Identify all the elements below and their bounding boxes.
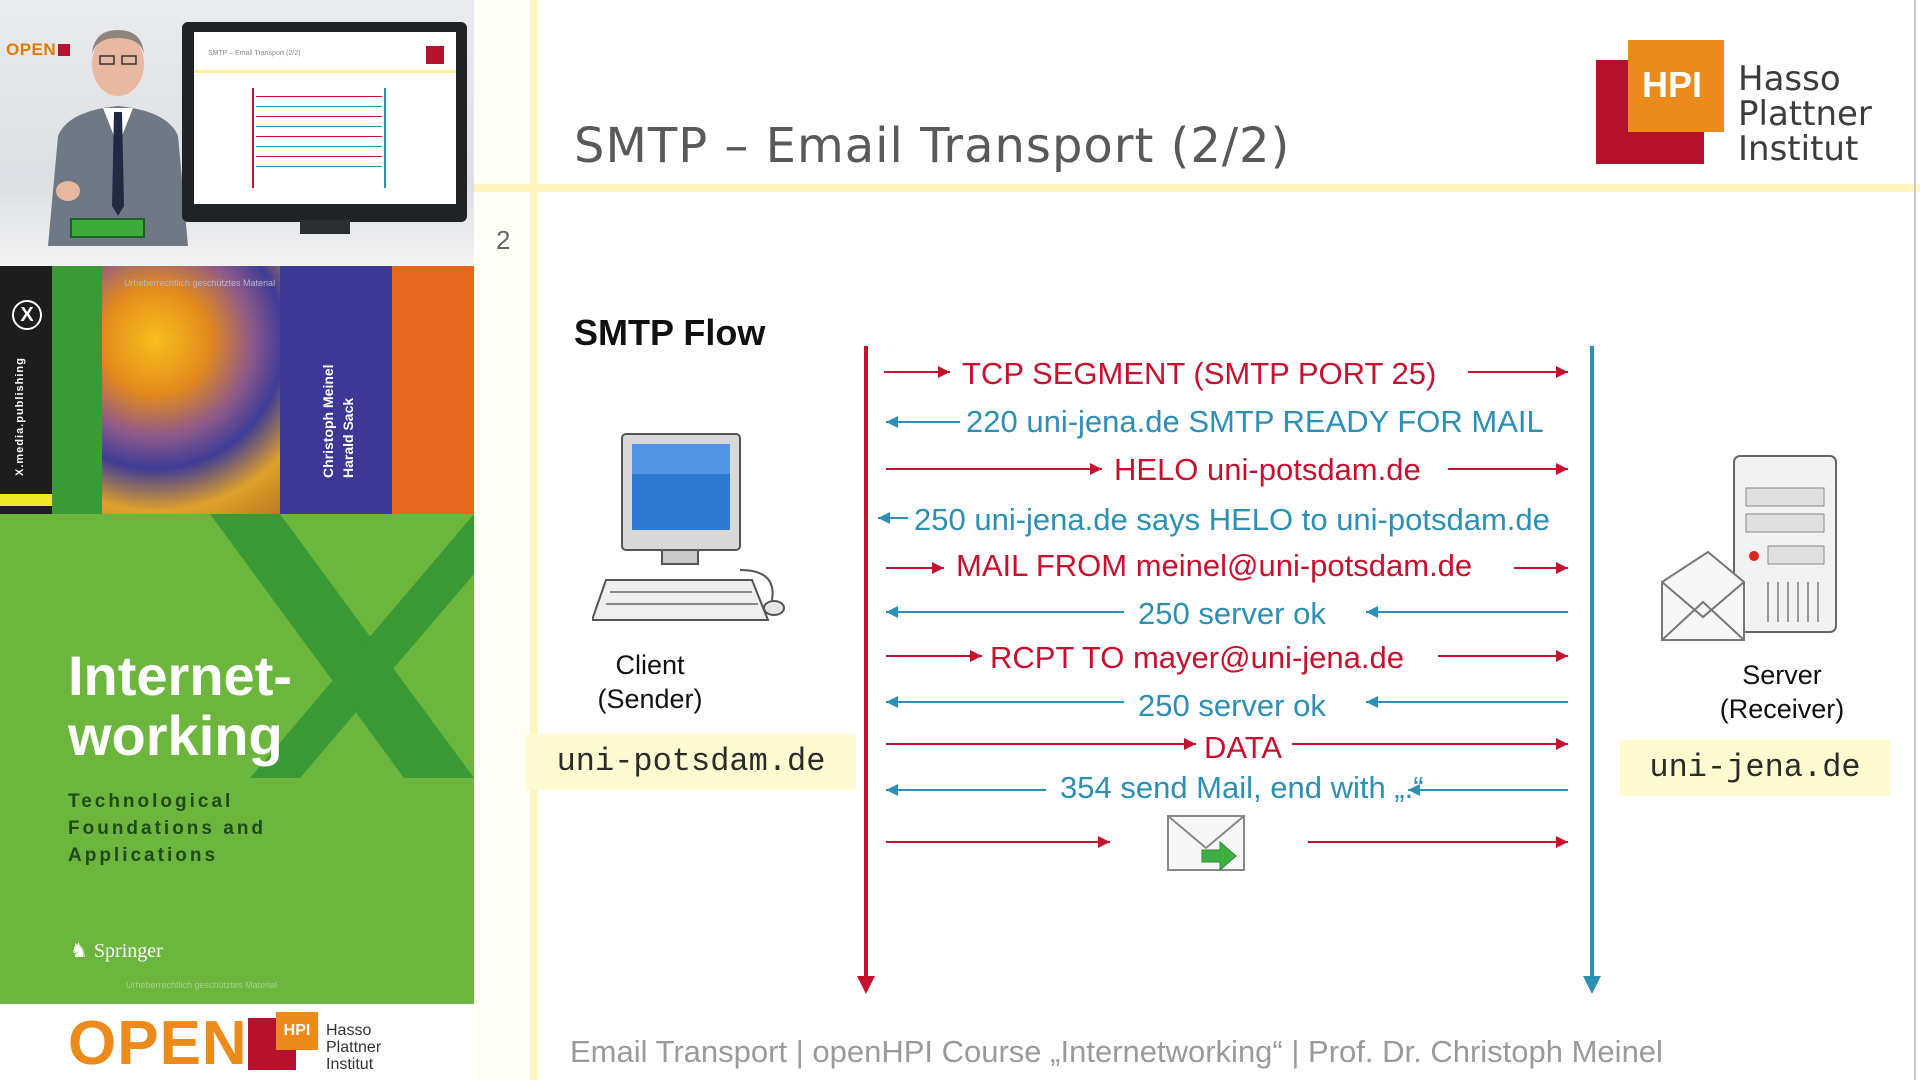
slide-footer: Email Transport | openHPI Course „Intern… [570, 1034, 1663, 1069]
client-computer-icon [592, 433, 785, 621]
xmedia-logo-icon: X [12, 300, 42, 330]
presenter-video[interactable]: OPEN SMTP – Email Transport (2/2) [0, 0, 474, 266]
book-authors-panel [280, 266, 392, 514]
book-title: Internet- working [68, 646, 292, 766]
message-arrow-head [1184, 738, 1196, 750]
message-arrow-head [932, 562, 944, 574]
springer-label: Springer [93, 940, 163, 962]
client-label-line-2: (Sender) [597, 684, 703, 714]
openhpi-logo-line-1: Hasso [326, 1022, 372, 1039]
email-envelope-icon [1167, 815, 1245, 872]
message-arrow-head [1098, 836, 1110, 848]
message-arrow-head [1556, 836, 1568, 848]
video-open-logo-text: OPEN [6, 40, 57, 59]
book-yellow-stripe [0, 494, 52, 506]
message-arrow-head [1366, 606, 1378, 618]
hpi-logo-orange-square [1628, 40, 1724, 132]
springer-horse-icon: ♞ [70, 940, 88, 962]
hpi-logo-mark: HPI [1642, 64, 1703, 105]
client-label: Client (Sender) [564, 648, 736, 716]
book-orange-panel [392, 266, 474, 514]
slide-left-margin [474, 0, 534, 1080]
book-author-1: Christoph Meinel [320, 364, 336, 478]
server-label-line-2: (Receiver) [1719, 694, 1845, 724]
monitor-slide-preview: SMTP – Email Transport (2/2) [194, 32, 456, 204]
openhpi-logo-text: OPEN [68, 1009, 248, 1078]
book-subtitle-line-2: Foundations and [68, 818, 267, 839]
server-label-line-1: Server [1742, 660, 1822, 690]
message-1: TCP SEGMENT (SMTP PORT 25) [962, 356, 1437, 391]
slide-title: SMTP – Email Transport (2/2) [574, 118, 1291, 174]
openhpi-logo-line-3: Institut [326, 1056, 374, 1073]
message-arrow-head [1366, 696, 1378, 708]
video-open-logo: OPEN [6, 40, 71, 60]
book-series-label: X.media.publishing [14, 357, 26, 476]
book-x-graphic [210, 514, 474, 778]
client-label-line-1: Client [615, 650, 685, 680]
desk-object [70, 218, 145, 238]
openhpi-logo-institute-name: Hasso Plattner Institut [326, 1022, 381, 1073]
message-7: RCPT TO mayer@uni-jena.de [990, 640, 1404, 675]
server-domain: uni-jena.de [1620, 740, 1890, 796]
message-5: MAIL FROM meinel@uni-potsdam.de [956, 548, 1473, 583]
message-4: 250 uni-jena.de says HELO to uni-potsdam… [914, 502, 1550, 537]
message-arrow-head [1090, 463, 1102, 475]
book-title-line-1: Internet- [68, 644, 292, 707]
message-arrow-head [1556, 463, 1568, 475]
book-title-line-2: working [68, 704, 283, 767]
message-arrow-head [1556, 650, 1568, 662]
client-lifeline [864, 346, 868, 982]
openhpi-logo-hpi-mark: HPI [276, 1012, 318, 1050]
message-arrow-head [886, 696, 898, 708]
hpi-logo-line-3: Institut [1738, 129, 1859, 169]
slide-right-border [1914, 0, 1916, 1080]
book-cover-art [102, 266, 280, 514]
message-3: HELO uni-potsdam.de [1114, 452, 1421, 487]
flow-heading: SMTP Flow [574, 312, 766, 353]
message-2: 220 uni-jena.de SMTP READY FOR MAIL [966, 404, 1544, 439]
hpi-logo-name: Hasso Plattner Institut [1738, 62, 1872, 167]
server-lifeline [1590, 346, 1594, 982]
message-arrow-head [1556, 562, 1568, 574]
book-subtitle: Technological Foundations and Applicatio… [68, 788, 266, 869]
client-domain: uni-potsdam.de [526, 734, 856, 790]
lecture-slide: 2 SMTP – Email Transport (2/2) HPI Hasso… [474, 0, 1920, 1080]
message-arrow-head [938, 366, 950, 378]
springer-logo: ♞Springer [70, 938, 163, 963]
book-copyright-note-top: Urheberrechtlich geschütztes Material [124, 278, 276, 288]
server-icon [1661, 455, 1837, 641]
slide-vertical-accent-bar [530, 0, 538, 1080]
book-subtitle-line-3: Applications [68, 845, 219, 866]
presenter-figure [48, 30, 188, 246]
message-arrow-head [1556, 366, 1568, 378]
message-10: 354 send Mail, end with „.“ [1060, 770, 1424, 805]
hpi-logo-line-1: Hasso [1738, 59, 1841, 99]
message-arrow-head [886, 784, 898, 796]
slide-number: 2 [496, 225, 511, 255]
book-cover: X X.media.publishing Urheberrechtlich ge… [0, 266, 474, 1004]
hpi-logo-line-2: Plattner [1738, 94, 1872, 134]
slide-horizontal-accent-bar [474, 184, 1920, 192]
message-8: 250 server ok [1138, 688, 1326, 723]
message-arrow-head [886, 416, 898, 428]
hpi-logo: HPI Hasso Plattner Institut [1596, 40, 1876, 167]
left-panel: OPEN SMTP – Email Transport (2/2) [0, 0, 474, 1080]
message-arrow-head [970, 650, 982, 662]
book-subtitle-line-1: Technological [68, 791, 234, 812]
book-copyright-note-bottom: Urheberrechtlich geschütztes Material [126, 980, 278, 990]
message-arrow-head [878, 512, 890, 524]
server-label: Server (Receiver) [1696, 658, 1868, 726]
message-arrow-head [886, 606, 898, 618]
message-arrow-head [1556, 738, 1568, 750]
book-green-stripe [52, 266, 102, 514]
presenter-monitor: SMTP – Email Transport (2/2) [182, 22, 467, 222]
openhpi-logo-line-2: Plattner [326, 1039, 382, 1056]
book-author-2: Harald Sack [340, 397, 356, 478]
message-6: 250 server ok [1138, 596, 1326, 631]
monitor-stand [300, 220, 350, 234]
message-9: DATA [1204, 730, 1283, 765]
